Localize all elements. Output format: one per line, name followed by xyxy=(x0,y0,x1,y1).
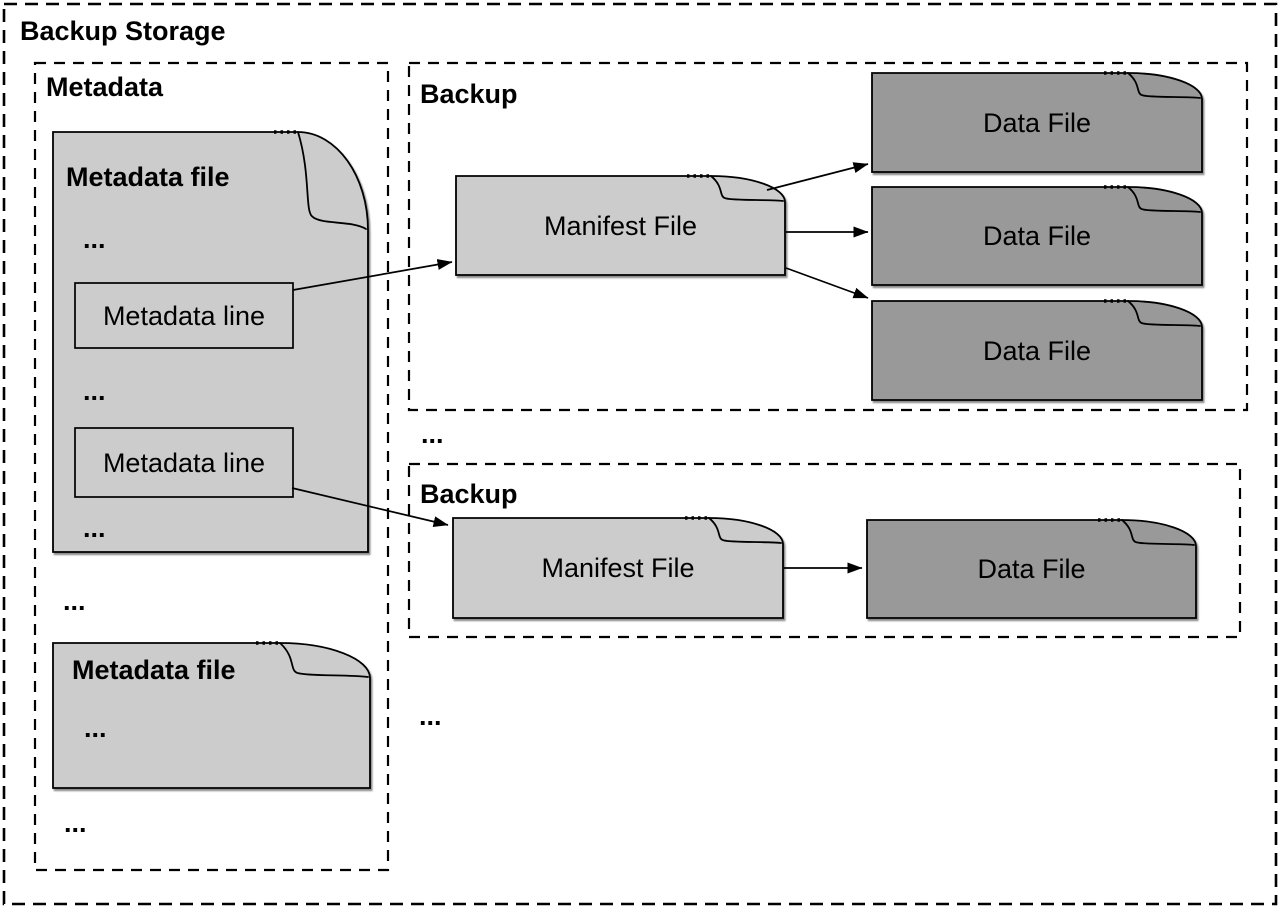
metadata-file-2-shape-body xyxy=(52,642,371,789)
data-file-3-shape xyxy=(871,299,1203,401)
metadata-file-1-shape-fold xyxy=(297,131,367,230)
manifest-file-2-shape-body xyxy=(452,517,784,619)
data-file-4-shape-body xyxy=(866,519,1197,619)
data-file-2-shape-fold xyxy=(1127,186,1201,213)
metadata-panel-title: Metadata xyxy=(46,72,164,102)
trailing-ellipsis: ... xyxy=(419,701,442,731)
manifest-file-1-label: Manifest File xyxy=(543,210,698,241)
diagram-title: Backup Storage xyxy=(20,16,226,46)
data-file-2-shape-body xyxy=(871,186,1203,286)
backup-2-title: Backup xyxy=(420,479,518,509)
data-file-1-shape-body xyxy=(871,72,1203,173)
backup-1-container-border xyxy=(407,61,1249,412)
metadata-file-1-ellipsis-middle: ... xyxy=(83,376,106,406)
data-file-3-shape-body xyxy=(871,300,1203,401)
data-file-2-shape xyxy=(871,185,1203,286)
metadata-between-files-ellipsis: ... xyxy=(63,586,86,616)
data-file-3-label: Data File xyxy=(982,335,1092,366)
between-backups-ellipsis: ... xyxy=(421,419,444,449)
manifest-file-1-shape-body xyxy=(455,175,786,276)
metadata-file-2-shape-fold xyxy=(279,642,369,678)
metadata-line-1-box xyxy=(74,282,294,349)
manifest-file-1-shape-fold xyxy=(710,175,784,202)
data-file-4-label: Data File xyxy=(977,554,1086,584)
data-file-4-shape xyxy=(866,518,1197,619)
backup-1-title: Backup xyxy=(420,79,518,109)
manifest-file-2-shape-fold xyxy=(708,517,782,544)
metadata-line-2-label: Metadata line xyxy=(102,447,266,478)
metadata-file-2-title: Metadata file xyxy=(72,655,236,685)
arrow-manifest-1-to-data-file-3 xyxy=(785,267,869,299)
metadata-file-1-ellipsis-bottom: ... xyxy=(83,513,106,543)
arrow-metadata-line-2-to-manifest-2 xyxy=(291,487,449,528)
manifest-file-1-shape xyxy=(455,174,786,276)
metadata-container-border xyxy=(33,61,390,872)
metadata-file-1-ellipsis-top: ... xyxy=(83,224,106,254)
metadata-line-1-label: Metadata line xyxy=(102,300,266,331)
diagram-arrows xyxy=(291,162,869,574)
metadata-file-2-ellipsis: ... xyxy=(84,713,107,743)
arrow-metadata-line-1-to-manifest-1 xyxy=(292,259,453,291)
metadata-file-2-shape xyxy=(52,641,371,789)
metadata-trailing-ellipsis: ... xyxy=(64,808,87,838)
data-file-1-label: Data File xyxy=(982,107,1092,138)
manifest-file-2-shape xyxy=(452,516,784,619)
metadata-line-2-box xyxy=(74,427,294,498)
data-file-2-label: Data File xyxy=(982,221,1092,251)
data-file-1-shape xyxy=(871,71,1203,173)
data-file-3-shape-fold xyxy=(1127,300,1201,327)
manifest-file-2-label: Manifest File xyxy=(541,553,695,583)
backup-2-container-border xyxy=(407,462,1242,639)
data-file-4-shape-fold xyxy=(1121,519,1195,546)
metadata-file-1-title: Metadata file xyxy=(66,162,230,192)
arrow-manifest-1-to-data-file-1 xyxy=(766,162,869,191)
data-file-1-shape-fold xyxy=(1127,72,1201,99)
